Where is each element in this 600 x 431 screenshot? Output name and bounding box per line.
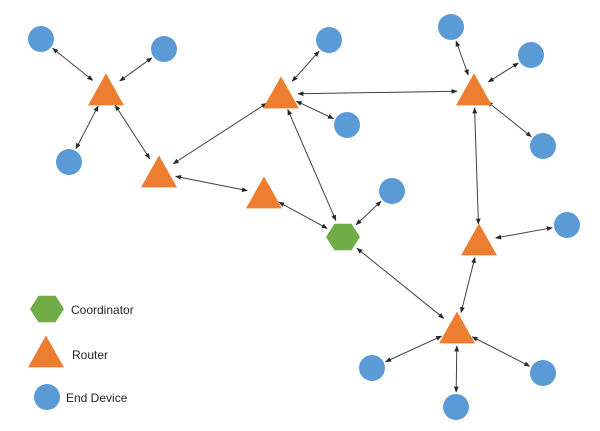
link-R1-R2 [114,104,151,160]
link-R4-C1 [278,201,328,229]
router-icon-r6 [461,223,497,256]
link-R5-E8 [487,62,519,83]
link-R5-E9 [486,101,532,138]
link-R5-R6 [472,107,481,225]
link-R3-E5 [295,100,334,120]
router-icon-r7 [439,311,475,344]
link-R3-C1 [287,109,337,222]
legend-label-router: Router [72,348,109,362]
link-C1-R7 [356,247,445,319]
end-device-icon-e10 [554,212,580,238]
link-R1-E2 [119,57,153,82]
end-device-icon-e11 [359,355,385,381]
router-icon-r5 [456,73,492,106]
end-device-icon-e2 [151,36,177,62]
end-device-icon-e6 [379,178,405,204]
router-icon-r3 [263,76,299,109]
link-R3-R5 [297,88,458,97]
coordinator-icon-c1 [326,223,360,251]
end-device-icon-e1 [28,26,54,52]
link-R7-E13 [453,345,460,393]
links [52,40,553,393]
end-device-icon-e9 [530,133,556,159]
link-R3-E4 [291,50,320,82]
legend-label-coordinator: Coordinator [71,303,134,317]
legend [28,295,64,410]
end-device-icon-e3 [56,149,82,175]
link-R1-E3 [75,105,99,150]
link-R2-R3 [172,102,268,165]
end-device-icon-e13 [443,394,469,420]
legend-end-device-icon [34,384,60,410]
router-icon-r2 [141,155,177,188]
end-device-icon-e7 [438,14,464,40]
link-R1-E1 [52,47,94,81]
link-R6-R7 [460,256,476,314]
nodes [28,14,580,420]
router-icon-r4 [246,176,282,209]
link-R7-E11 [385,335,443,363]
link-C1-E6 [355,200,382,226]
end-device-icon-e8 [518,42,544,68]
end-device-icon-e4 [316,27,342,53]
legend-coordinator-icon [30,295,64,323]
legend-label-end-device: End Device [66,391,128,405]
link-R6-E10 [495,226,553,240]
end-device-icon-e5 [334,112,360,138]
link-R5-E7 [455,40,469,76]
router-icon-r1 [88,73,124,106]
link-R7-E12 [471,336,531,367]
legend-router-icon [28,335,64,368]
link-R2-R4 [175,175,248,192]
end-device-icon-e12 [530,360,556,386]
